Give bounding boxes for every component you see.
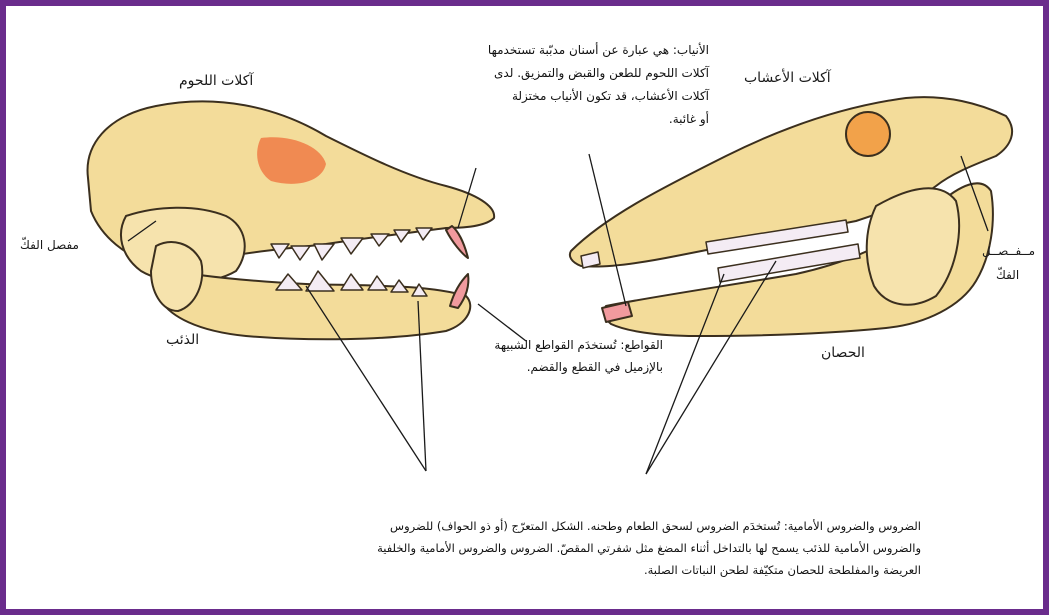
herbivores-label: آكلات الأعشاب — [744, 70, 831, 86]
canines-note-line-1: الأنياب: هي عبارة عن أسنان مدبّبة تستخدم… — [488, 39, 709, 62]
incisors-note: القواطع: تُستخدَم القواطع الشبيهة بالإزم… — [494, 334, 663, 378]
canines-note-line-2: آكلات اللحوم للطعن والقبض والتمزيق. لدى — [488, 62, 709, 85]
jaw-joint-label-right-2: الفكّ — [996, 268, 1019, 282]
horse-label: الحصان — [821, 345, 865, 361]
molars-note-line-2: والضروس الأمامية للذئب يسمح لها بالتداخل… — [377, 537, 921, 559]
incisors-note-line-1: القواطع: تُستخدَم القواطع الشبيهة — [494, 334, 663, 356]
molars-note-line-3: العريضة والمفلطحة للحصان متكيّفة لطحن ال… — [377, 559, 921, 581]
horse-eye — [846, 112, 890, 156]
canines-note-line-3: آكلات الأعشاب، قد تكون الأنياب مختزلة — [488, 85, 709, 108]
molars-note: الضروس والضروس الأمامية: تُستخدَم الضروس… — [377, 515, 921, 581]
horse-skull — [570, 97, 1012, 336]
wolf-label: الذئب — [166, 332, 199, 348]
molars-note-line-1: الضروس والضروس الأمامية: تُستخدَم الضروس… — [377, 515, 921, 537]
jaw-joint-label-right-1: مــفــصــل — [982, 244, 1035, 258]
canines-note: الأنياب: هي عبارة عن أسنان مدبّبة تستخدم… — [488, 39, 709, 131]
canines-note-line-4: أو غائبة. — [488, 108, 709, 131]
wolf-upper-canine — [446, 226, 468, 258]
jaw-joint-label-left: مفصل الفكّ — [20, 238, 79, 252]
incisors-note-line-2: بالإزميل في القطع والقضم. — [494, 356, 663, 378]
carnivores-label: آكلات اللحوم — [179, 73, 253, 89]
diagram-frame: آكلات اللحوم آكلات الأعشاب الذئب الحصان … — [6, 6, 1043, 609]
wolf-skull — [88, 101, 495, 339]
